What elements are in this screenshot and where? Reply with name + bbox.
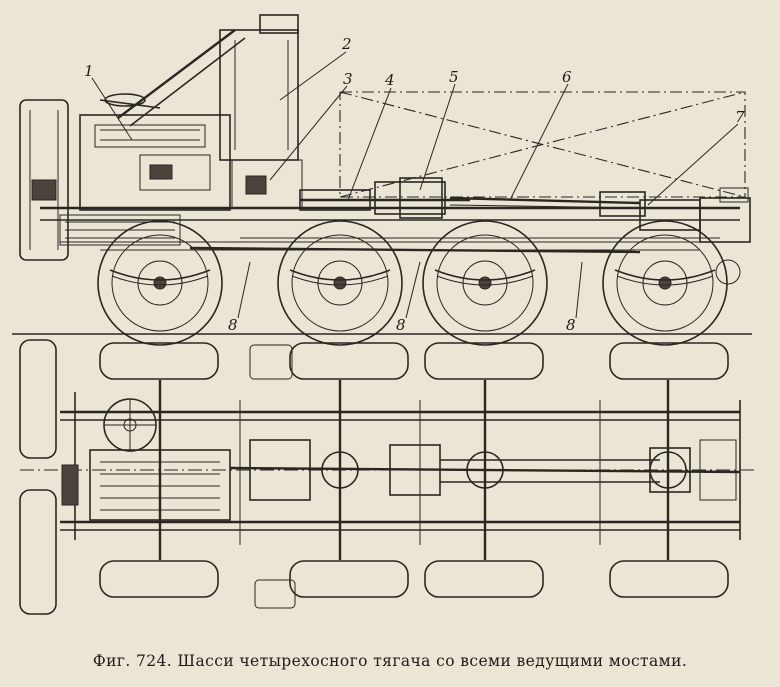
leaf-springs <box>109 269 716 286</box>
cab-block <box>219 14 303 209</box>
steering-column <box>99 29 246 127</box>
side-wheel-4 <box>602 220 728 346</box>
callout-8a: 8 <box>228 316 238 334</box>
side-wheel-1 <box>97 220 223 346</box>
side-wheel-2 <box>277 220 403 346</box>
callout-7: 7 <box>735 108 745 126</box>
leaders <box>91 51 739 319</box>
plan-view <box>19 339 755 615</box>
callout-4: 4 <box>384 71 395 89</box>
side-view <box>12 14 752 346</box>
platform-outline <box>339 91 746 198</box>
plan-frame <box>60 392 741 545</box>
plan-wheels <box>19 339 729 615</box>
plan-steering-wheel <box>103 398 157 452</box>
callout-2: 2 <box>341 35 352 53</box>
callout-3: 3 <box>343 70 353 88</box>
callout-1: 1 <box>84 62 94 80</box>
figure-caption: Фиг. 724. Шасси четырехосного тягача со … <box>92 652 688 670</box>
rear-towing-hitch <box>699 187 751 285</box>
callout-5: 5 <box>449 68 459 86</box>
callout-8c: 8 <box>566 316 576 334</box>
plan-engine <box>61 449 231 521</box>
callout-6: 6 <box>562 68 572 86</box>
callout-8b: 8 <box>396 316 406 334</box>
plan-driveline <box>229 439 741 501</box>
driveline-side <box>189 177 720 254</box>
side-wheel-3 <box>422 220 548 346</box>
engine <box>59 114 231 246</box>
callout-labels: 1 2 3 4 5 6 7 8 8 8 <box>84 35 745 334</box>
radiator <box>19 99 69 261</box>
chassis-drawing: 1 2 3 4 5 6 7 8 8 8 <box>12 14 755 615</box>
